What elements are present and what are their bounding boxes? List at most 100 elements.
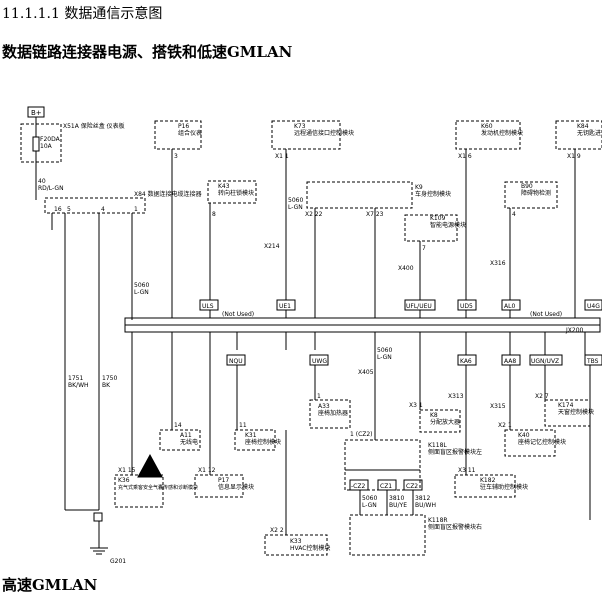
module-name: 障碍物检测 xyxy=(521,189,551,197)
module-conn: 4 xyxy=(512,211,516,218)
module-name: 座椅记忆控制模块 xyxy=(518,438,566,446)
diagram-subtitle: 数据链路连接器电源、搭铁和低速GMLAN xyxy=(2,43,293,61)
module-id: K40 xyxy=(518,432,530,439)
module-conn: 8 xyxy=(212,211,216,218)
module-name: 远程通信接口控制模块 xyxy=(294,129,354,137)
module-id: P16 xyxy=(178,123,189,130)
module-id: K60 xyxy=(481,123,493,130)
module-conn: 1 (CZ2) xyxy=(350,431,373,438)
module-name: 分配放大器 xyxy=(430,418,460,426)
bottom-section-title: 高速GMLAN xyxy=(2,576,98,594)
wire-color: L-GN xyxy=(362,502,377,509)
module-id: B90 xyxy=(521,183,533,190)
module-name: 侧面盲区报警模块右 xyxy=(428,523,482,531)
module-id: K118L xyxy=(428,442,447,449)
module-id: P17 xyxy=(218,477,229,484)
inline-connector-id: JX200 xyxy=(565,327,584,334)
not-used-label: (Not Used) xyxy=(222,311,254,318)
module-id: K43 xyxy=(218,183,230,190)
module-conn: X1 9 xyxy=(567,153,581,160)
inline-connector: X316 xyxy=(490,260,506,267)
inline-connector: X405 xyxy=(358,369,374,376)
fuse-icon xyxy=(32,136,40,152)
module-conn: 11 xyxy=(239,422,247,429)
splice-label: AA8 xyxy=(504,358,516,365)
power-label: B+ xyxy=(31,109,42,117)
dlc-pin: 1 xyxy=(134,206,138,213)
module-id: A33 xyxy=(318,403,330,410)
splice-label: AL0 xyxy=(504,303,515,310)
fuse-wire-circuit: 40 xyxy=(38,178,46,185)
module-conn: X1 6 xyxy=(458,153,472,160)
module-conn: X7 23 xyxy=(366,211,384,218)
module-name: 无线电 xyxy=(180,438,198,446)
wire-color: L-GN xyxy=(134,289,149,296)
ground-wire-color: BK xyxy=(102,382,111,389)
splice-label: UE1 xyxy=(279,303,291,310)
ground-label: G201 xyxy=(110,558,126,565)
module-conn: X2 2 xyxy=(270,527,284,534)
dlc-name: X84 数据连接电缆连接器 xyxy=(134,190,202,198)
wire-circuit: 5060 xyxy=(288,197,303,204)
wire-color: BU/YE xyxy=(389,502,407,509)
splice-label: ULS xyxy=(202,303,214,310)
module-id: K36 xyxy=(118,477,130,484)
module-conn: X1 15 xyxy=(118,467,136,474)
fuse-block-name: X51A 保险丝盒 仪表板 xyxy=(63,122,125,130)
module-conn: X1 1 xyxy=(275,153,289,160)
section-title: 11.1.1.1 数据通信示意图 xyxy=(2,6,163,22)
wire-circuit: 3810 xyxy=(389,495,404,502)
splice-label: UWG xyxy=(312,358,327,365)
splice-label: U4G xyxy=(587,303,600,310)
ground-splice xyxy=(93,512,103,522)
module-name: 充气式乘客安全气囊传感和诊断模块 xyxy=(118,484,198,491)
cz-label: -CZ2 xyxy=(351,483,365,490)
module-name: 天窗控制模块 xyxy=(558,408,594,416)
inline-connector: X400 xyxy=(398,265,414,272)
wire-circuit: 3812 xyxy=(415,495,430,502)
splice-label: KA6 xyxy=(460,358,472,365)
module-name: HVAC控制模块 xyxy=(290,544,330,552)
splice-label: UGN/UVZ xyxy=(531,358,559,365)
module-conn: X2 1 xyxy=(498,422,512,429)
module-id: K109 xyxy=(430,215,446,222)
module-conn: 3 xyxy=(174,153,178,160)
module-name: 无钥匙进入控制模块 xyxy=(577,129,602,137)
module-name: 侧面盲区报警模块左 xyxy=(428,448,482,456)
cz-label: CZ2 xyxy=(406,483,418,490)
module-conn: 14 xyxy=(174,422,182,429)
module-name: 车身控制模块 xyxy=(415,190,451,198)
dlc-pin: 4 xyxy=(101,206,105,213)
splice-label: NQU xyxy=(229,358,243,365)
module-name: 座椅控制模块 xyxy=(245,438,281,446)
fuse-block xyxy=(20,123,62,163)
module-conn: X3 1 xyxy=(409,402,423,409)
module-name: 驻车辅助控制模块 xyxy=(480,483,528,491)
module-id: K174 xyxy=(558,402,574,409)
module-conn: X1 12 xyxy=(198,467,216,474)
wire-color: L-GN xyxy=(288,204,303,211)
module-id: K31 xyxy=(245,432,257,439)
splice-label: TBS xyxy=(586,358,599,365)
wire-circuit: 5060 xyxy=(134,282,149,289)
module-id: K84 xyxy=(577,123,589,130)
module-id: K8 xyxy=(430,412,438,419)
module-id: K9 xyxy=(415,184,423,191)
module-name: 转向柱锁模块 xyxy=(218,189,254,197)
cz-label: CZ1 xyxy=(380,483,392,490)
module-id: K33 xyxy=(290,538,302,545)
wire-circuit: 5060 xyxy=(362,495,377,502)
module-conn: 7 xyxy=(422,245,426,252)
module-conn: X2 22 xyxy=(305,211,323,218)
module-name: 组合仪表 xyxy=(178,129,202,137)
inline-connector: X313 xyxy=(448,393,464,400)
not-used-label: (Not Used) xyxy=(530,311,562,318)
splice-label: UFL/UEU xyxy=(406,303,432,310)
ground-wire-circuit: 1751 xyxy=(68,375,83,382)
module-id: A11 xyxy=(180,432,192,439)
dlc-box xyxy=(44,197,146,214)
ground-wire-circuit: 1750 xyxy=(102,375,117,382)
module-id: K73 xyxy=(294,123,306,130)
inline-connector: X315 xyxy=(490,403,506,410)
